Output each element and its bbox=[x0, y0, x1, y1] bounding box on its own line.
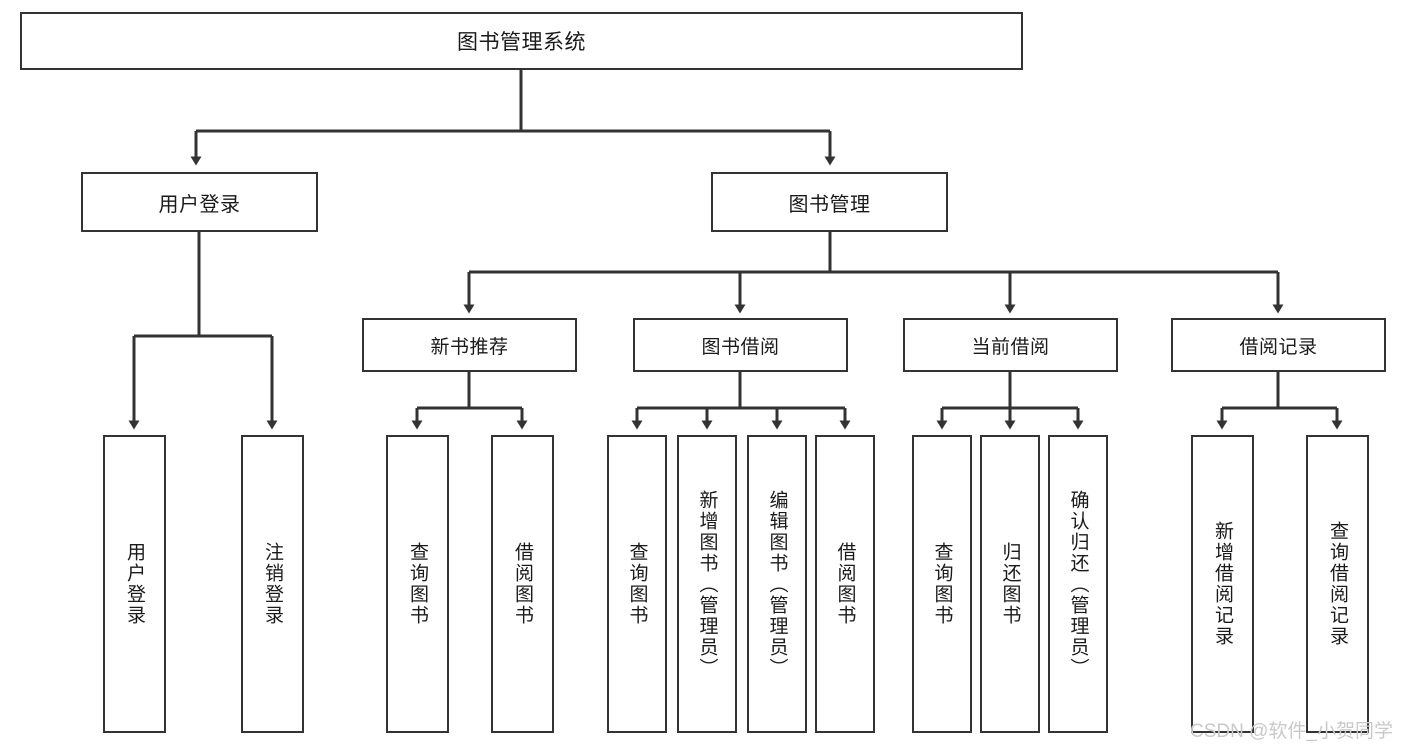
node-new-book-recommend[interactable]: 新书推荐 bbox=[362, 318, 577, 372]
node-label: 归还图书 bbox=[999, 542, 1021, 626]
edge-newbook-to-leaves bbox=[411, 372, 528, 430]
node-leaf-query-book-2[interactable]: 查询图书 bbox=[607, 435, 667, 733]
node-label: 查询图书 bbox=[626, 542, 648, 626]
node-label: 注销登录 bbox=[262, 542, 283, 626]
node-label: 借阅图书 bbox=[512, 542, 533, 626]
node-label: 用户登录 bbox=[124, 542, 145, 626]
node-leaf-return-book[interactable]: 归还图书 bbox=[980, 435, 1040, 733]
node-leaf-edit-book[interactable]: 编辑图书（管理员） bbox=[747, 435, 807, 733]
node-leaf-confirm-return[interactable]: 确认归还（管理员） bbox=[1048, 435, 1108, 733]
node-user-login[interactable]: 用户登录 bbox=[81, 172, 318, 232]
node-leaf-user-login[interactable]: 用户登录 bbox=[103, 435, 166, 733]
node-label: 当前借阅 bbox=[971, 336, 1050, 358]
node-label: 图书借阅 bbox=[701, 336, 780, 358]
edge-root-to-level1 bbox=[190, 70, 836, 166]
node-label: 用户登录 bbox=[158, 193, 241, 216]
node-leaf-borrow-book-1[interactable]: 借阅图书 bbox=[491, 435, 554, 733]
node-label: 编辑图书（管理员） bbox=[766, 489, 788, 679]
node-label: 新增图书（管理员） bbox=[696, 489, 718, 679]
edge-currentborrow-to-leaves bbox=[936, 372, 1084, 430]
node-root-system[interactable]: 图书管理系统 bbox=[20, 12, 1023, 70]
node-label: 查询图书 bbox=[931, 542, 953, 626]
edge-borrowrecord-to-leaves bbox=[1216, 372, 1343, 430]
node-book-borrow[interactable]: 图书借阅 bbox=[633, 318, 848, 372]
node-label: 新增借阅记录 bbox=[1212, 521, 1233, 647]
edge-bookborrow-to-leaves bbox=[631, 372, 851, 430]
node-leaf-query-book-3[interactable]: 查询图书 bbox=[912, 435, 972, 733]
node-label: 图书管理系统 bbox=[457, 31, 586, 54]
node-label: 查询图书 bbox=[407, 542, 428, 626]
node-label: 确认归还（管理员） bbox=[1067, 489, 1089, 679]
node-leaf-borrow-book-2[interactable]: 借阅图书 bbox=[815, 435, 875, 733]
node-leaf-query-book-1[interactable]: 查询图书 bbox=[386, 435, 449, 733]
node-label: 新书推荐 bbox=[430, 336, 509, 358]
node-book-manage[interactable]: 图书管理 bbox=[711, 172, 948, 232]
node-current-borrow[interactable]: 当前借阅 bbox=[903, 318, 1118, 372]
node-leaf-logout-login[interactable]: 注销登录 bbox=[241, 435, 304, 733]
node-leaf-add-book[interactable]: 新增图书（管理员） bbox=[677, 435, 737, 733]
node-label: 借阅记录 bbox=[1239, 336, 1318, 358]
node-borrow-record[interactable]: 借阅记录 bbox=[1171, 318, 1386, 372]
node-label: 查询借阅记录 bbox=[1327, 521, 1348, 647]
node-leaf-add-record[interactable]: 新增借阅记录 bbox=[1191, 435, 1254, 733]
edge-userlogin-to-leaves bbox=[128, 232, 278, 430]
edge-bookmanage-to-level2 bbox=[463, 232, 1284, 314]
node-label: 图书管理 bbox=[788, 193, 871, 216]
node-label: 借阅图书 bbox=[834, 542, 856, 626]
node-leaf-query-record[interactable]: 查询借阅记录 bbox=[1306, 435, 1369, 733]
